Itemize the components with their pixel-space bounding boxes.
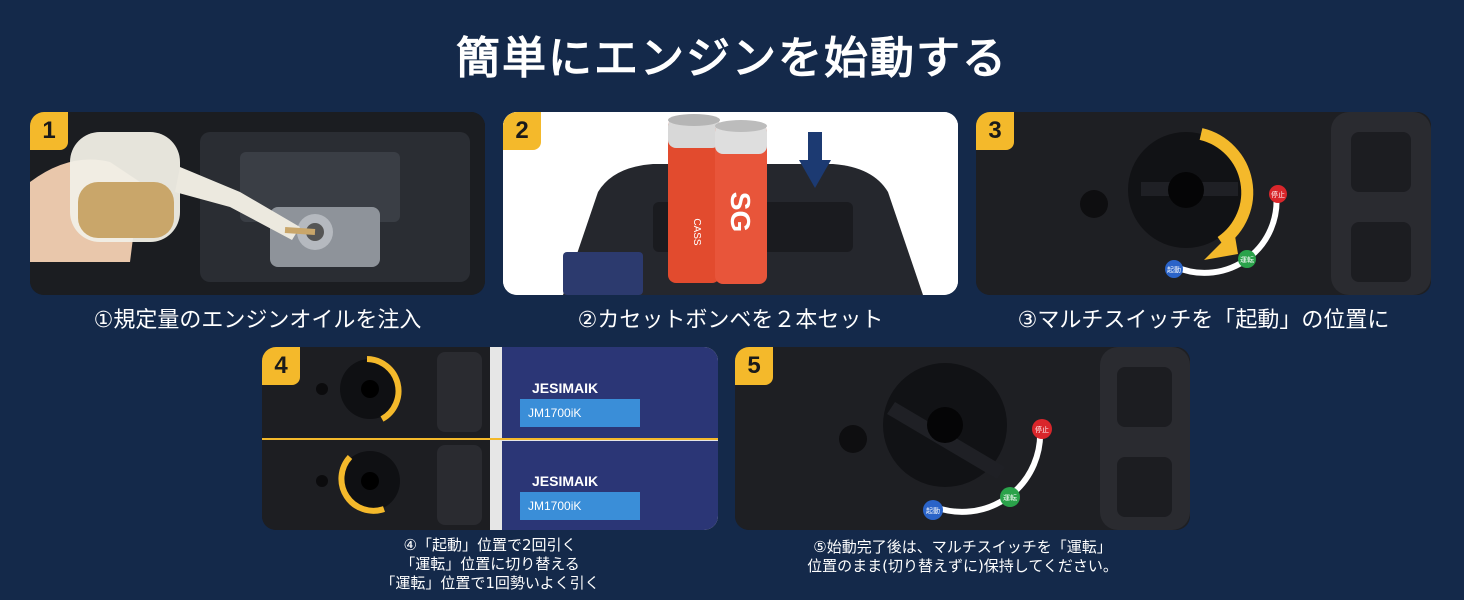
switch-start-label: 起動 [1167, 265, 1181, 274]
step-5-badge: 5 [735, 347, 773, 385]
step-3-badge: 3 [976, 112, 1014, 150]
step-1-caption: ①規定量のエンジンオイルを注入 [93, 308, 422, 333]
switch-stop-label: 停止 [1271, 190, 1285, 199]
step-4-caption-line-3: 「運転」位置で1回勢いよく引く [380, 574, 600, 592]
oil-pouring-illustration [30, 112, 485, 295]
step-4-badge: 4 [262, 347, 300, 385]
generator-brand-top: JESIMAIK [532, 380, 598, 396]
can-letters: SG [725, 192, 756, 232]
step-4-caption-line-2: 「運転」位置に切り替える [400, 555, 580, 573]
step-1-panel: 1 [30, 112, 485, 295]
switch5-start-label: 起動 [926, 506, 940, 515]
multi-switch-start-illustration: 停止 運転 起動 [976, 112, 1431, 295]
switch-run-label: 運転 [1240, 255, 1254, 264]
recoil-start-illustration: JESIMAIK JM1700iK JESIMAIK JM1700iK [262, 347, 718, 530]
step-3-caption: ③マルチスイッチを「起動」の位置に [1017, 308, 1390, 333]
generator-brand-bottom: JESIMAIK [532, 473, 598, 489]
step-1-badge: 1 [30, 112, 68, 150]
generator-model-top: JM1700iK [528, 406, 581, 420]
step-5-panel: 5 停止 運転 起動 [735, 347, 1190, 530]
switch5-run-label: 運転 [1003, 493, 1017, 502]
step-2-caption: ②カセットボンベを２本セット [577, 308, 884, 333]
can-brand: CASS [691, 218, 702, 246]
generator-model-bottom: JM1700iK [528, 499, 581, 513]
step-5-caption-line-2: 位置のまま(切り替えずに)保持してください。 [807, 557, 1118, 575]
step-4-panel: 4 JESIMAIK JM1700iK JESIMAIK JM1700iK [262, 347, 718, 530]
step-5-caption-line-1: ⑤始動完了後は、マルチスイッチを「運転」 [813, 538, 1112, 556]
step-3-panel: 3 停止 運転 起動 [976, 112, 1431, 295]
page-title: 簡単にエンジンを始動する [456, 33, 1008, 84]
switch5-stop-label: 停止 [1035, 425, 1049, 434]
step-5-caption: ⑤始動完了後は、マルチスイッチを「運転」 位置のまま(切り替えずに)保持してくだ… [735, 538, 1190, 576]
step-4-caption-line-1: ④「起動」位置で2回引く [403, 536, 577, 554]
multi-switch-run-illustration: 停止 運転 起動 [735, 347, 1190, 530]
gas-cartridge-illustration: SG CASS [503, 112, 958, 295]
step-2-panel: 2 SG CASS [503, 112, 958, 295]
step-2-badge: 2 [503, 112, 541, 150]
step-4-caption: ④「起動」位置で2回引く 「運転」位置に切り替える 「運転」位置で1回勢いよく引… [262, 536, 718, 593]
